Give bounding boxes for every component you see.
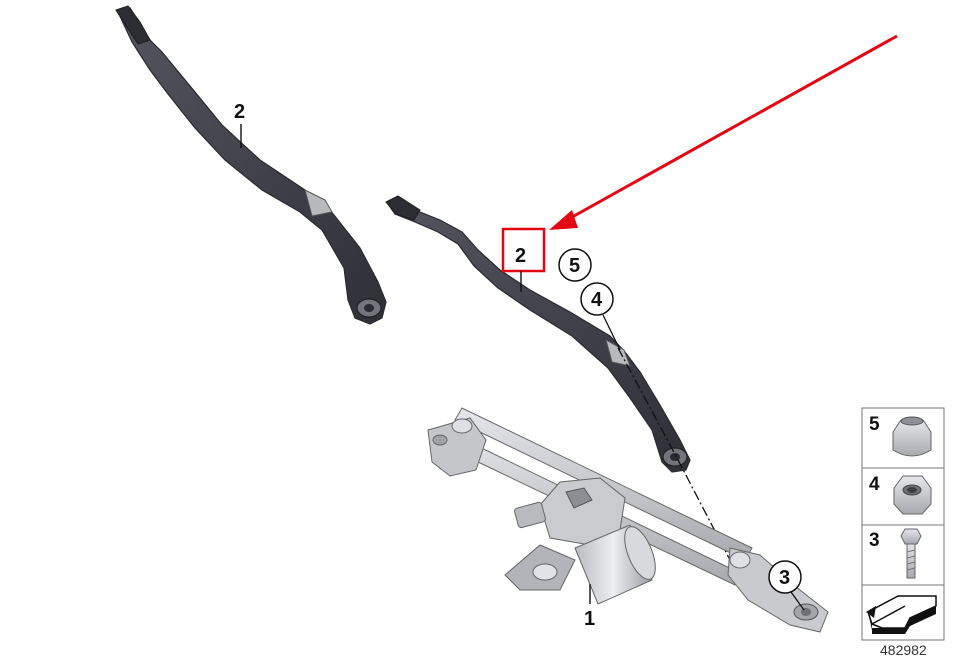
orientation-arrow-icon	[866, 595, 937, 634]
legend-number-3: 3	[869, 530, 880, 551]
leader-bolt	[790, 591, 805, 611]
callout-linkage: 1	[584, 608, 595, 630]
callout-circle-5	[558, 248, 592, 282]
diagram-id: 482982	[880, 642, 927, 658]
bolt-icon	[900, 528, 922, 579]
parts-legend: 5 4 3	[861, 407, 945, 641]
callout-arm-left: 2	[234, 101, 245, 123]
wiper-linkage-motor	[427, 407, 829, 633]
cap-icon	[892, 416, 932, 457]
wiper-arm-left	[115, 5, 387, 325]
callout-circle-4	[580, 282, 614, 316]
hex-nut-icon	[893, 475, 932, 515]
leader-nut	[602, 314, 621, 351]
wiper-arm-right	[385, 195, 691, 473]
callout-bolt: 3	[779, 567, 790, 589]
callout-cap: 5	[569, 255, 580, 277]
highlight-box	[501, 227, 546, 273]
red-pointer-arrow-icon	[549, 34, 898, 230]
callout-circle-3	[768, 560, 802, 594]
assembly-axis-line	[617, 347, 731, 561]
callout-arm-right: 2	[515, 245, 526, 267]
legend-number-5: 5	[869, 414, 880, 435]
callout-nut: 4	[591, 289, 603, 311]
legend-number-4: 4	[869, 474, 880, 495]
